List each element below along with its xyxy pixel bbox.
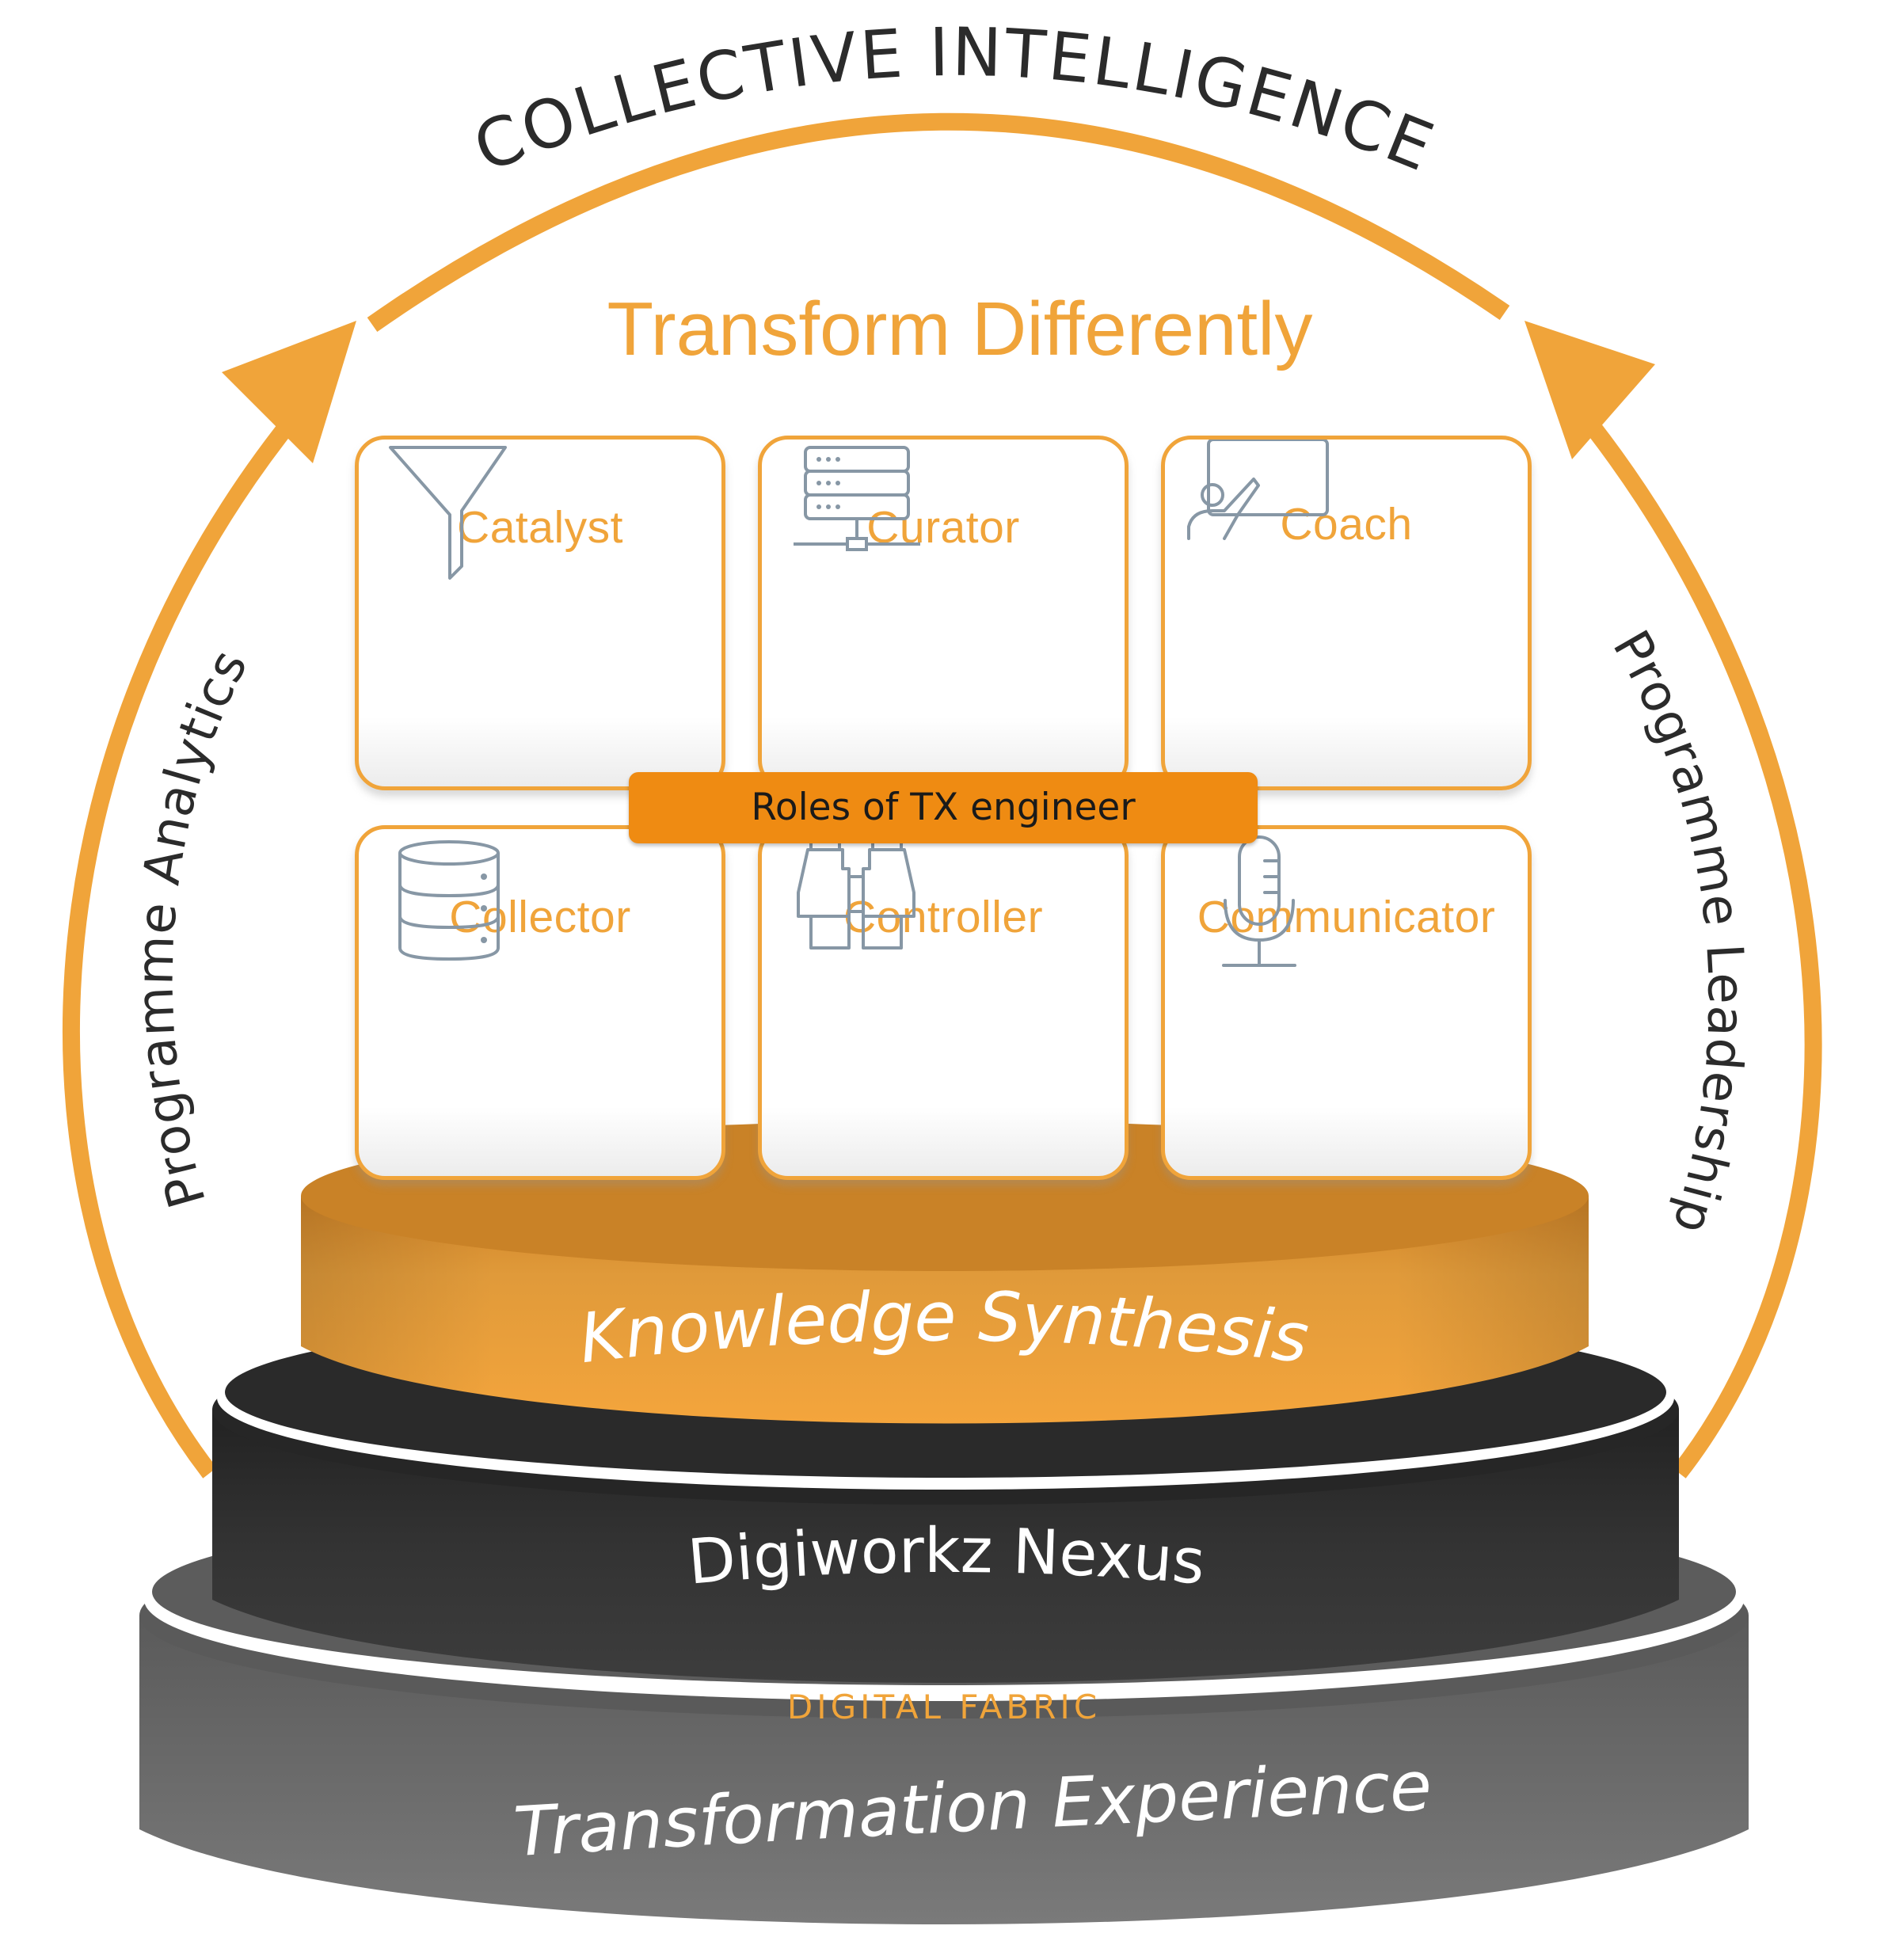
funnel-icon [389,446,507,580]
database-icon [398,840,500,961]
digital-fabric-label: DIGITAL FABRIC [787,1688,1101,1726]
left-arrowhead [222,321,356,463]
role-label-catalyst: Catalyst [457,502,623,553]
programme-analytics-label: Programme Analytics [126,641,259,1214]
top-arc [367,112,1510,333]
collective-intelligence-title: COLLECTIVE INTELLIGENCE [463,13,1445,188]
cycle-arrows [62,112,1822,1479]
role-card-coach: Coach [1161,436,1532,790]
role-label-collector: Collector [449,892,631,942]
right-arc [1561,390,1822,1479]
role-card-catalyst: Catalyst [355,436,725,790]
binoculars-icon [797,835,915,950]
role-label-communicator: Communicator [1197,892,1496,942]
role-card-curator: Curator [758,436,1129,790]
roles-of-tx-engineer-badge: Roles of TX engineer [629,772,1258,843]
role-card-controller: Controller [758,825,1129,1180]
programme-leadership-label: Programme Leadership [1601,621,1755,1241]
presentation-board-icon [1187,440,1329,540]
right-arrowhead [1524,321,1655,459]
digiworkz-nexus-label: Digiworkz Nexus [685,1516,1208,1599]
microphone-icon [1222,835,1296,967]
transform-differently-title: Transform Differently [607,287,1313,371]
role-label-coach: Coach [1280,499,1413,550]
role-card-collector: Collector [355,825,725,1180]
knowledge-synthesis-layer [301,1121,1589,1424]
role-card-communicator: Communicator [1161,825,1532,1180]
left-arc [62,398,312,1479]
server-icon [794,446,920,551]
